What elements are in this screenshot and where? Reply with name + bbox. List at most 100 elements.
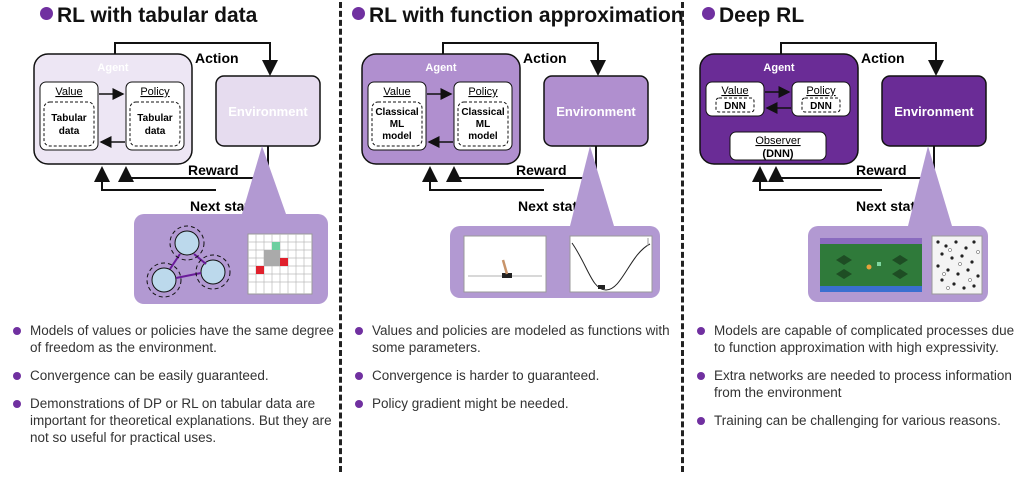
gridworld-illustration (247, 233, 313, 295)
bullet-text: Models of values or policies have the sa… (30, 323, 334, 355)
next-state-label: Next state (518, 198, 585, 214)
next-state-label: Next state (856, 198, 923, 214)
title-text: Deep RL (719, 4, 805, 27)
bullet-dot-icon (697, 327, 705, 335)
diagram-tabular: Action Agent Value Tabular data Policy T… (33, 42, 328, 304)
bullet-dot-icon (697, 372, 705, 380)
value-inner-box (715, 97, 755, 113)
policy-label: Policy (806, 85, 836, 97)
bullet-dot-icon (355, 400, 363, 408)
observer-inner: (DNN) (762, 148, 793, 160)
title-text: RL with tabular data (57, 4, 258, 27)
agent-label: Agent (425, 62, 457, 74)
column-title-deep-rl: Deep RL (702, 4, 804, 28)
bullet-dot-icon (13, 400, 21, 408)
bullet-text: Models are capable of complicated proces… (714, 323, 1015, 355)
diagram-function-approx: Action Agent Value Classical ML model Po… (361, 42, 660, 298)
bullet-list-function-approx: Values and policies are modeled as funct… (350, 322, 680, 423)
mountain-car-illustration (569, 235, 653, 293)
policy-inner-line1: Classical (461, 107, 505, 118)
action-arrow (442, 42, 606, 76)
reward-label: Reward (856, 162, 907, 178)
action-label: Action (195, 50, 239, 66)
list-item: Training can be challenging for various … (692, 412, 1022, 429)
policy-inner-line1: DNN (810, 101, 832, 112)
list-item: Policy gradient might be needed. (350, 395, 680, 412)
next-state-label: Next state (190, 198, 257, 214)
column-divider (339, 2, 342, 472)
environment-label: Environment (894, 104, 974, 119)
reward-arrow (446, 146, 597, 182)
bullet-dot-icon (355, 372, 363, 380)
bullet-list-tabular: Models of values or policies have the sa… (8, 322, 338, 457)
bullet-dot-icon (355, 327, 363, 335)
action-arrow (114, 42, 278, 76)
agent-label: Agent (763, 62, 795, 74)
policy-label: Policy (140, 86, 170, 98)
bullet-text: Convergence can be easily guaranteed. (30, 368, 269, 383)
title-bullet-icon (702, 7, 715, 20)
value-label: Value (383, 86, 410, 98)
policy-inner-line2: data (145, 126, 166, 137)
go-board-illustration (931, 235, 983, 295)
column-divider (681, 2, 684, 472)
policy-inner-line1: Tabular (137, 113, 172, 124)
next-state-arrow (94, 166, 216, 191)
observer-box (729, 131, 827, 161)
atari-game-illustration (820, 238, 922, 292)
title-bullet-icon (40, 7, 53, 20)
value-inner-line2: ML (390, 119, 404, 130)
action-arrow (780, 42, 944, 76)
callout-pointer (570, 146, 614, 226)
reward-arrow (118, 146, 269, 182)
next-state-arrow (752, 166, 882, 191)
list-item: Demonstrations of DP or RL on tabular da… (8, 395, 338, 446)
list-item: Convergence is harder to guaranteed. (350, 367, 680, 384)
reward-arrow (768, 146, 935, 182)
bullet-text: Policy gradient might be needed. (372, 396, 569, 411)
callout-pointer (908, 146, 952, 226)
bullet-dot-icon (697, 417, 705, 425)
bullet-text: Training can be challenging for various … (714, 413, 1001, 428)
list-item: Models are capable of complicated proces… (692, 322, 1022, 356)
value-label: Value (721, 85, 748, 97)
policy-inner-box (129, 101, 181, 147)
bullet-dot-icon (13, 372, 21, 380)
value-inner-box (371, 101, 423, 147)
reward-label: Reward (516, 162, 567, 178)
title-bullet-icon (352, 7, 365, 20)
value-inner-line1: Tabular (51, 113, 86, 124)
observer-label: Observer (755, 135, 801, 147)
title-text: RL with function approximation (369, 4, 684, 27)
list-item: Extra networks are needed to process inf… (692, 367, 1022, 401)
agent-label: Agent (97, 62, 129, 74)
value-inner-line1: Classical (375, 107, 419, 118)
bullet-text: Extra networks are needed to process inf… (714, 368, 1012, 400)
environment-label: Environment (556, 104, 636, 119)
diagram-deep-rl: Action Agent Value DNN Policy DNN Observ… (699, 42, 988, 302)
value-inner-line2: data (59, 126, 80, 137)
markov-chain-illustration (146, 225, 231, 298)
next-state-arrow (422, 166, 544, 191)
list-item: Convergence can be easily guaranteed. (8, 367, 338, 384)
column-title-tabular: RL with tabular data (40, 4, 257, 28)
policy-inner-line3: model (468, 131, 498, 142)
list-item: Values and policies are modeled as funct… (350, 322, 680, 356)
value-label: Value (55, 86, 82, 98)
list-item: Models of values or policies have the sa… (8, 322, 338, 356)
policy-inner-box (801, 97, 841, 113)
action-label: Action (861, 50, 905, 66)
bullet-dot-icon (13, 327, 21, 335)
cartpole-illustration (463, 235, 547, 293)
value-inner-line1: DNN (724, 101, 746, 112)
value-inner-line3: model (382, 131, 412, 142)
bullet-text: Demonstrations of DP or RL on tabular da… (30, 396, 332, 445)
bullet-text: Convergence is harder to guaranteed. (372, 368, 600, 383)
action-label: Action (523, 50, 567, 66)
policy-inner-line2: ML (476, 119, 490, 130)
policy-inner-box (457, 101, 509, 147)
environment-label: Environment (228, 104, 308, 119)
policy-label: Policy (468, 86, 498, 98)
bullet-list-deep-rl: Models are capable of complicated proces… (692, 322, 1022, 440)
reward-label: Reward (188, 162, 239, 178)
